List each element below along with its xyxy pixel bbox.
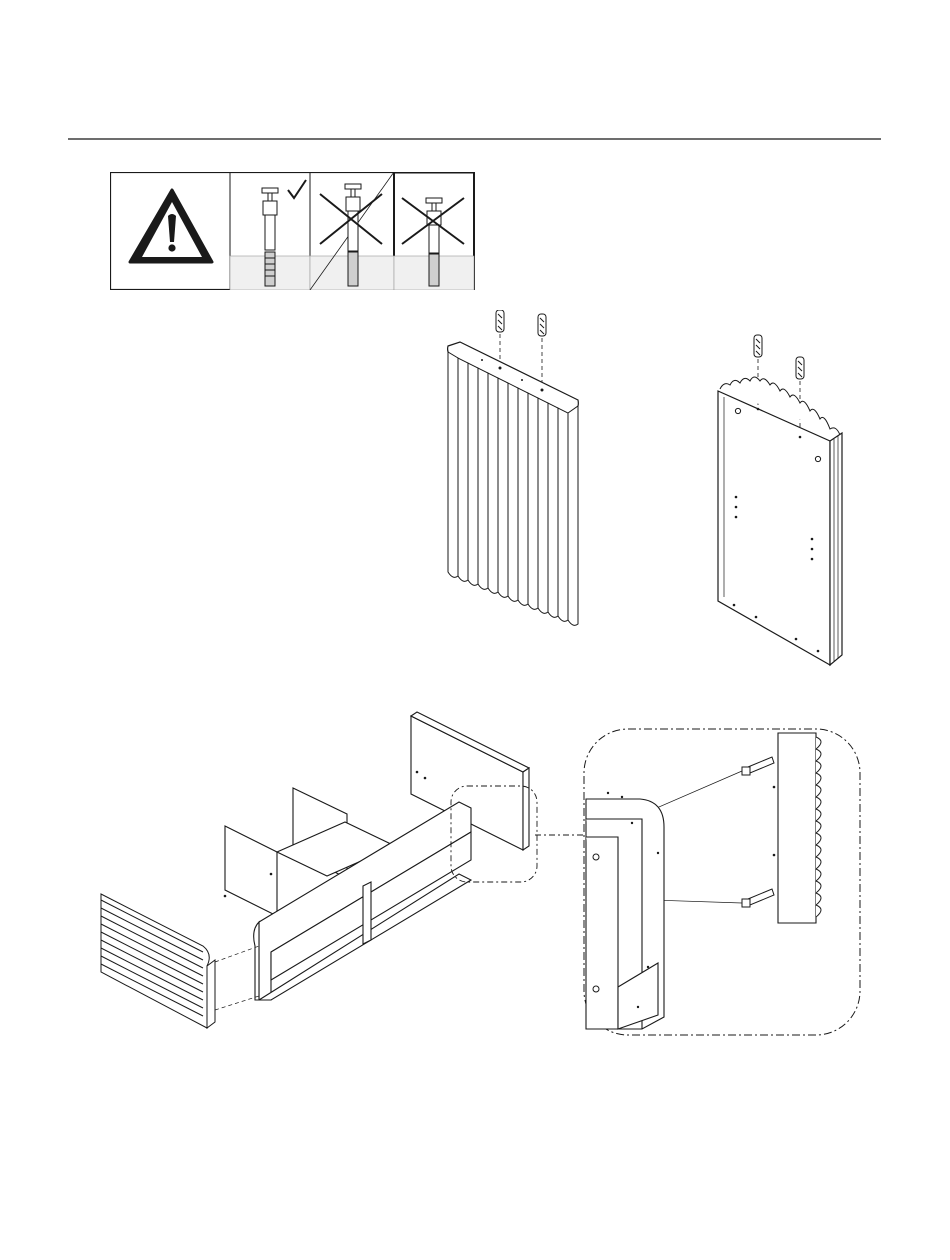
dowel-icon	[496, 310, 546, 336]
cam-bolt-warning-panel	[110, 172, 475, 290]
header-divider	[68, 138, 881, 140]
side-panel-back	[700, 325, 860, 670]
dowel-icon	[754, 335, 804, 379]
fluted-front-panel	[420, 310, 600, 650]
frame-assembly	[95, 710, 545, 1040]
detail-callout	[582, 727, 864, 1039]
